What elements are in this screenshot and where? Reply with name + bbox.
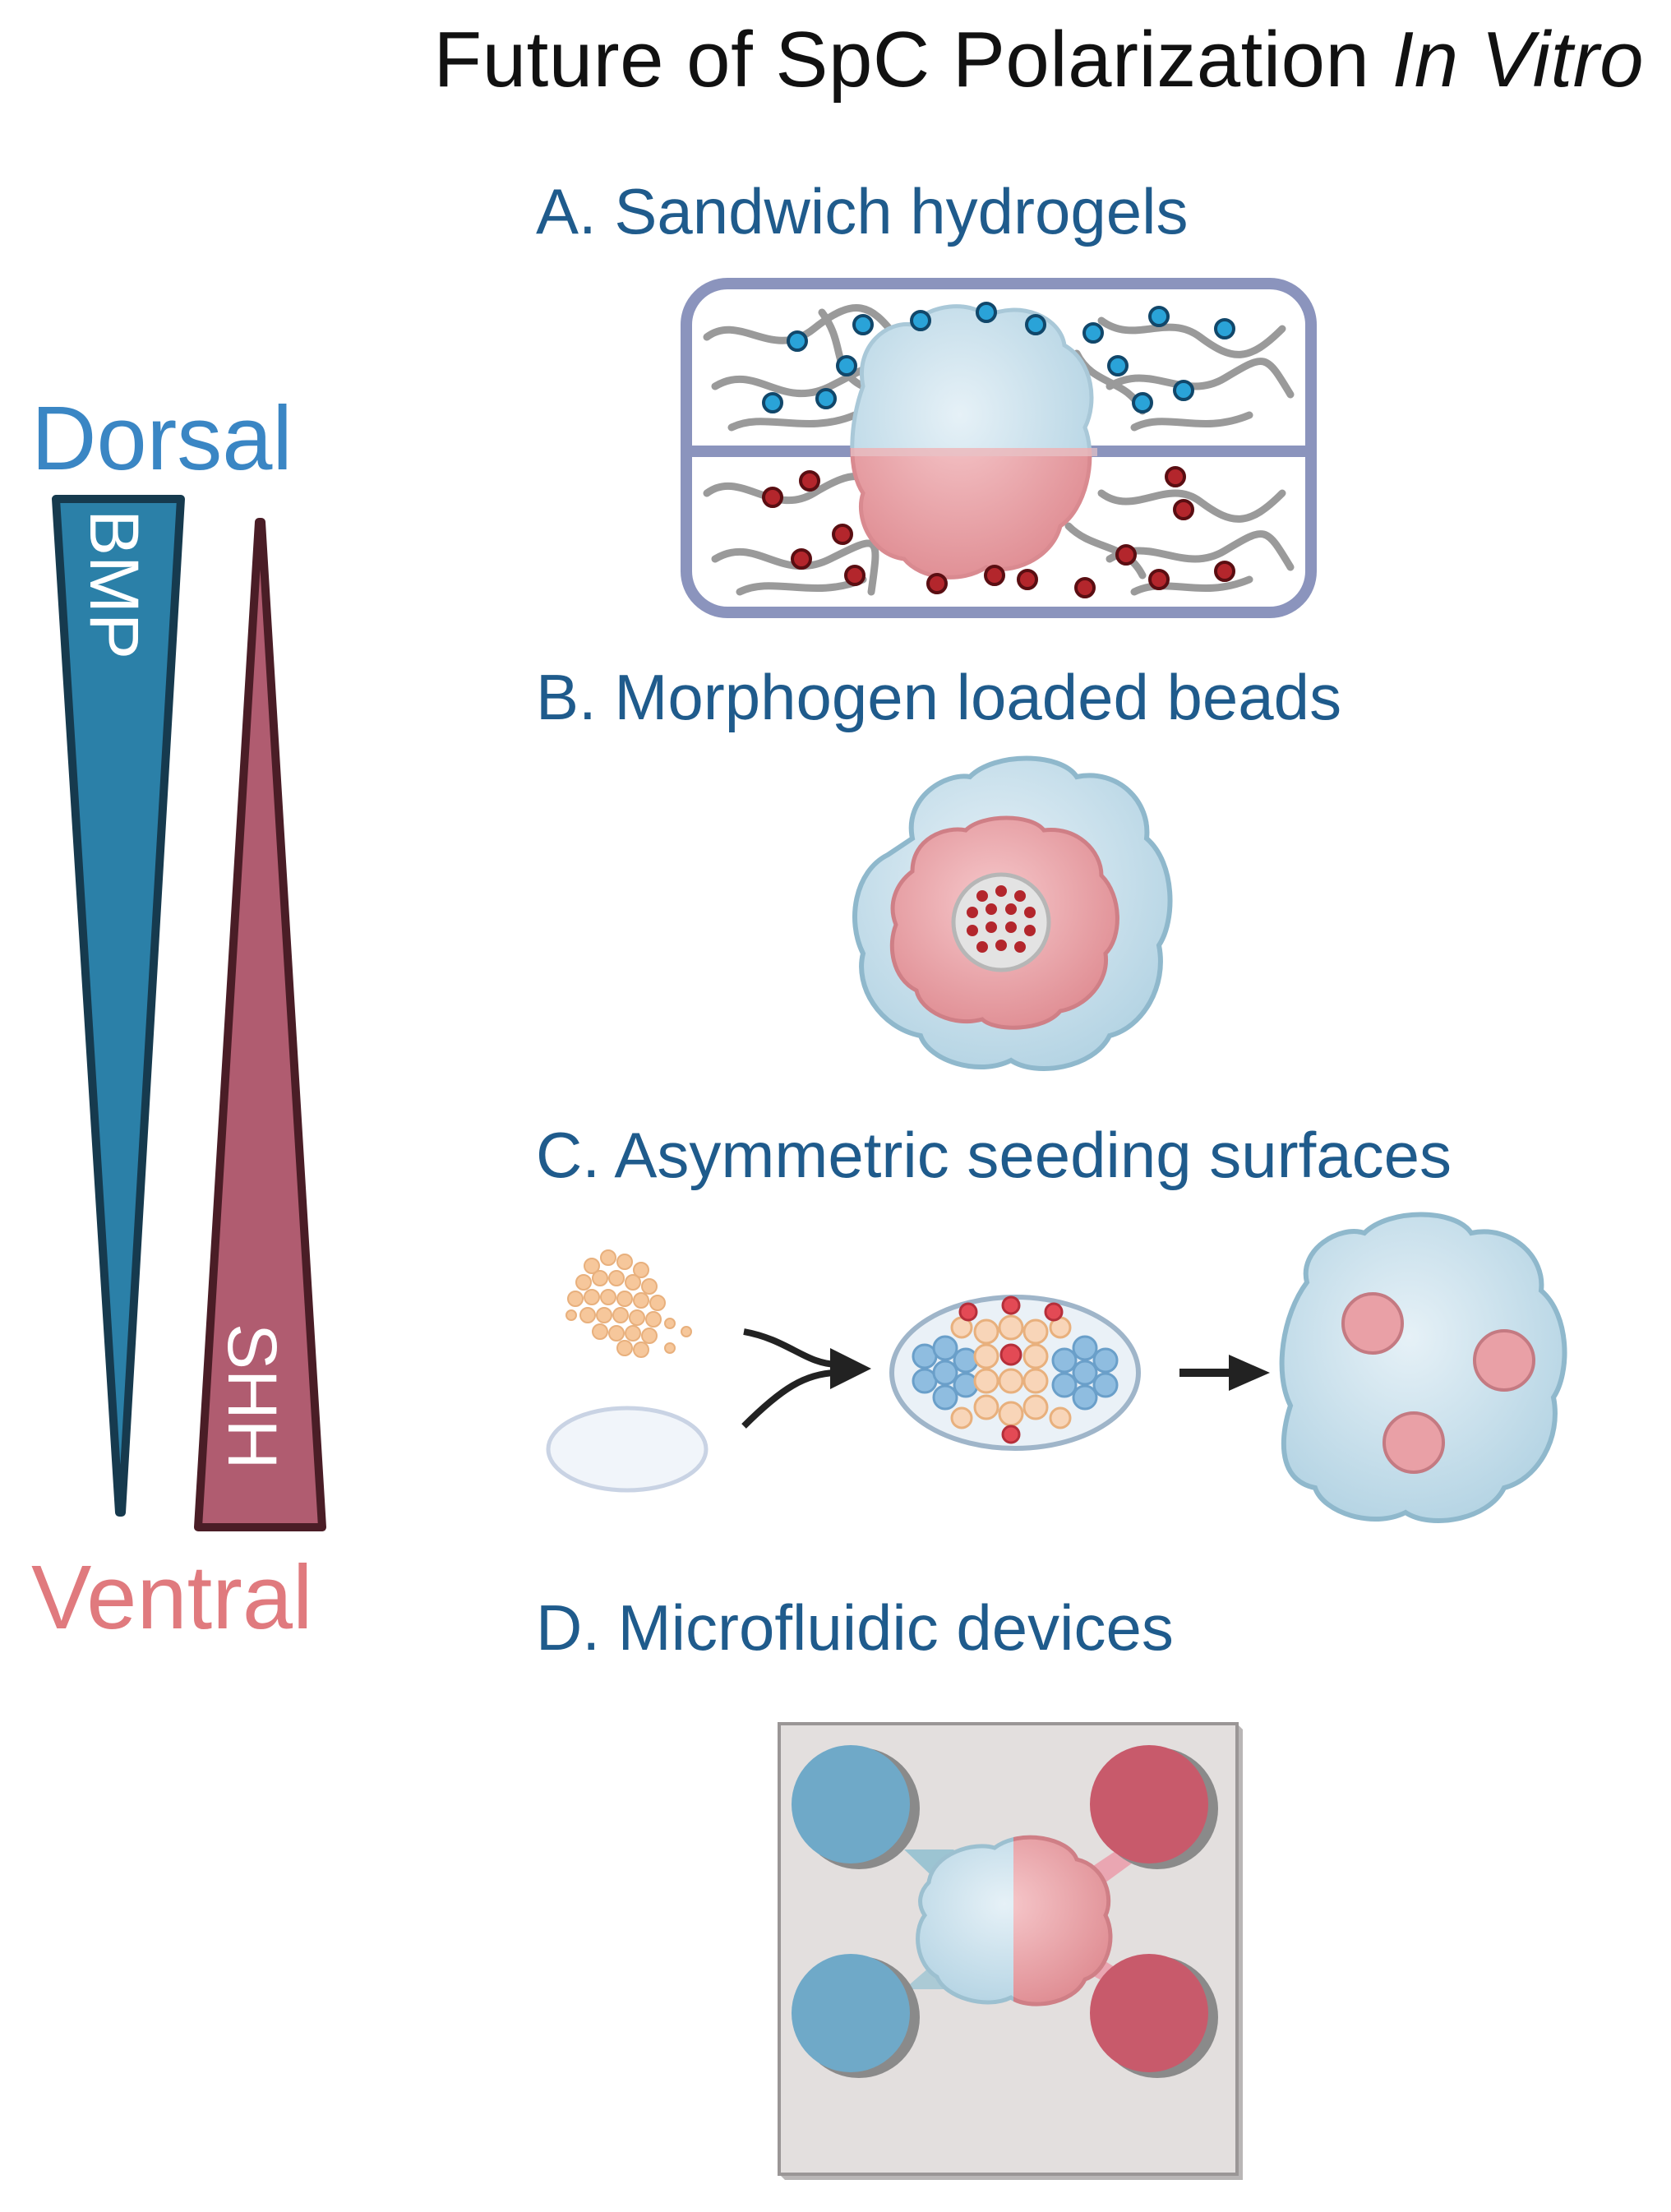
panel-b-label: B. Morphogen loaded beads xyxy=(536,661,1342,733)
bead-morphogen-dots xyxy=(967,885,1036,953)
panel-d-label: D. Microfluidic devices xyxy=(536,1591,1174,1664)
ventral-label: Ventral xyxy=(31,1547,313,1648)
panel-a-label: A. Sandwich hydrogels xyxy=(536,175,1189,247)
bmp-gradient-wedge: BMP xyxy=(52,495,185,1517)
blue-beads xyxy=(762,302,1235,413)
dorsal-label: Dorsal xyxy=(31,388,293,489)
shh-label: SHH xyxy=(214,1323,291,1469)
cell-cluster xyxy=(565,1249,692,1358)
morphogen-bead-illustration xyxy=(852,755,1173,1071)
panel-c-label: C. Asymmetric seeding surfaces xyxy=(536,1119,1452,1191)
title-main: Future of SpC Polarization xyxy=(433,16,1370,104)
seeding-surface-illustration xyxy=(546,1212,1567,1523)
microfluidic-device-illustration xyxy=(778,1722,1243,2180)
page-title: Future of SpC Polarization In Vitro xyxy=(0,15,1644,105)
red-beads xyxy=(762,466,1235,598)
shh-gradient-wedge: SHH xyxy=(194,518,326,1531)
sandwich-hydrogel-illustration xyxy=(681,278,1317,618)
title-italic: In Vitro xyxy=(1392,16,1644,104)
bmp-label: BMP xyxy=(76,510,153,659)
